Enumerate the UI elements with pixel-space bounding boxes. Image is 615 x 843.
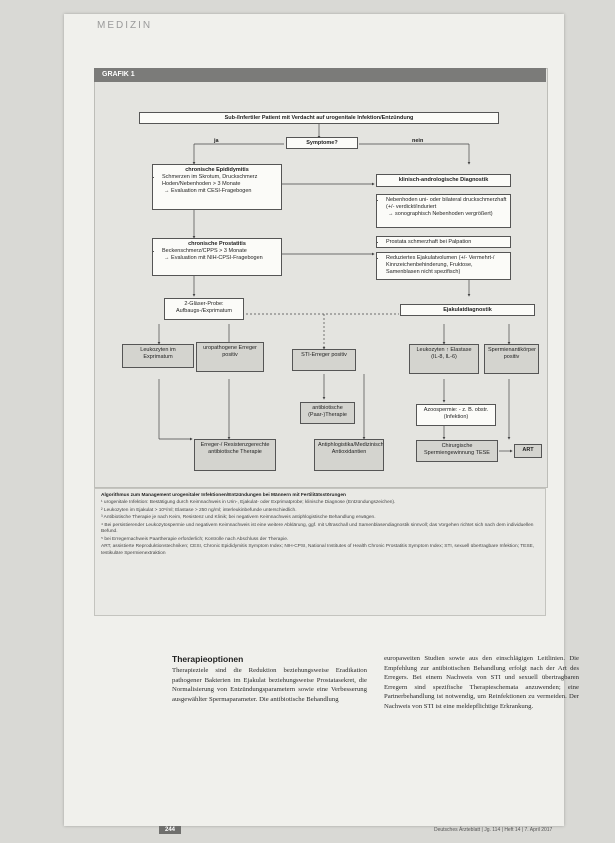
right-paragraph: europaweiten Studien sowie aus den einsc… (384, 655, 579, 710)
section-heading: Therapieoptionen (172, 654, 244, 664)
node-symptoms: Symptome? (286, 137, 358, 149)
node-seminal: Reduziertes Ejakulatvolumen (+/- Vermehr… (376, 252, 511, 280)
node-ejaculate: Ejakulatdiagnostik (400, 304, 535, 316)
node-andro-items: Nebenhoden uni- oder bilateral druckschm… (376, 194, 511, 228)
epididymitis-title: chronische Epididymitis (185, 167, 249, 173)
node-antibiotic: antibiotische (Paar-)Therapie (300, 402, 355, 424)
node-surgical: Chirurgische Spermiengewinnung TESE (416, 440, 498, 462)
legend-title: Algorithmus zum Management urogenitaler … (101, 493, 346, 498)
legend-note-5: ⁵ bei Erregernachweis Paartherapie erfor… (101, 536, 289, 542)
epididymitis-sub: → Evaluation mit CESI-Fragebogen (164, 187, 252, 194)
prostate-palp-item: Prostata schmerzhaft bei Palpation (386, 239, 507, 246)
legend-note-1: ¹ urogenitale Infektion: Bestätigung dur… (101, 500, 396, 506)
andro-item1: Nebenhoden uni- oder bilateral druckschm… (386, 197, 507, 211)
text-column-left: Therapieziele sind die Reduktion beziehu… (172, 666, 367, 704)
node-prostatitis: chronische Prostatitis Beckenschmerz/CPP… (152, 238, 282, 276)
document-page: MEDIZIN GRAFIK 1 (64, 14, 579, 834)
node-sti: STI-Erreger positiv (292, 349, 356, 371)
node-leuko-expr: Leukozyten im Exprimatum (122, 344, 194, 368)
prostatitis-sub: → Evaluation mit NIH-CPSI-Fragebogen (164, 254, 263, 261)
text-column-right: europaweiten Studien sowie aus den einsc… (384, 654, 579, 711)
page-number: 244 (159, 826, 182, 834)
figure-label: GRAFIK 1 (94, 68, 546, 82)
node-antiinflammatory: Antiphlogistika/Medizinische Antioxidant… (314, 439, 384, 471)
node-top: Sub-/Infertiler Patient mit Verdacht auf… (139, 112, 499, 124)
legend-note-2: ² Leukozyten im Ejakulat > 10⁶/ml; Elast… (101, 507, 297, 513)
journal-footer: Deutsches Ärzteblatt | Jg. 114 | Heft 14… (434, 827, 553, 833)
node-pathogen-therapy: Erreger-/ Resistenzgerechte antibiotisch… (194, 439, 276, 471)
node-antibodies: Spermienantikörper positiv (484, 344, 539, 374)
node-leuko-ejac: Leukozyten ↑ Elastase (IL-8, IL-6) (409, 344, 479, 374)
prostatitis-item: Beckenschmerz/CPPS > 3 Monate (162, 248, 278, 255)
node-prostate-palp: Prostata schmerzhaft bei Palpation (376, 236, 511, 248)
node-epididymitis: chronische Epididymitis Schmerzen im Skr… (152, 164, 282, 210)
node-art: ART (514, 444, 542, 458)
legend-note-3: ³ Antibiotische Therapie je nach Keim, R… (101, 515, 376, 521)
legend-abbreviations: ART, assistierte Reproduktionstechniken;… (101, 544, 535, 556)
prostatitis-title: chronische Prostatitis (188, 241, 246, 247)
node-andro-diag: klinisch-andrologische Diagnostik (376, 174, 511, 187)
node-azoospermia: Azoospermie: - z. B. obstr. (Infektion) (416, 404, 496, 426)
figure-legend: Algorithmus zum Management urogenitaler … (94, 488, 546, 616)
node-uropath: uropathogene Erreger positiv (196, 342, 264, 372)
seminal-item: Reduziertes Ejakulatvolumen (+/- Vermehr… (386, 255, 507, 276)
section-header: MEDIZIN (97, 20, 153, 31)
label-no: nein (412, 138, 424, 144)
legend-note-4: ⁴ Bei persistierender Leukozytospermie u… (101, 522, 534, 535)
node-two-glass: 2-Gläser-Probe: Aufbaugs-/Exprimatum (164, 298, 244, 320)
left-paragraph: Therapieziele sind die Reduktion beziehu… (172, 667, 367, 703)
andro-item1-sub: → sonographisch Nebenhoden vergrößert) (388, 210, 493, 217)
epididymitis-item: Schmerzen im Skrotum, Druckschmerz Hoden… (162, 174, 278, 188)
label-yes: ja (214, 138, 219, 144)
